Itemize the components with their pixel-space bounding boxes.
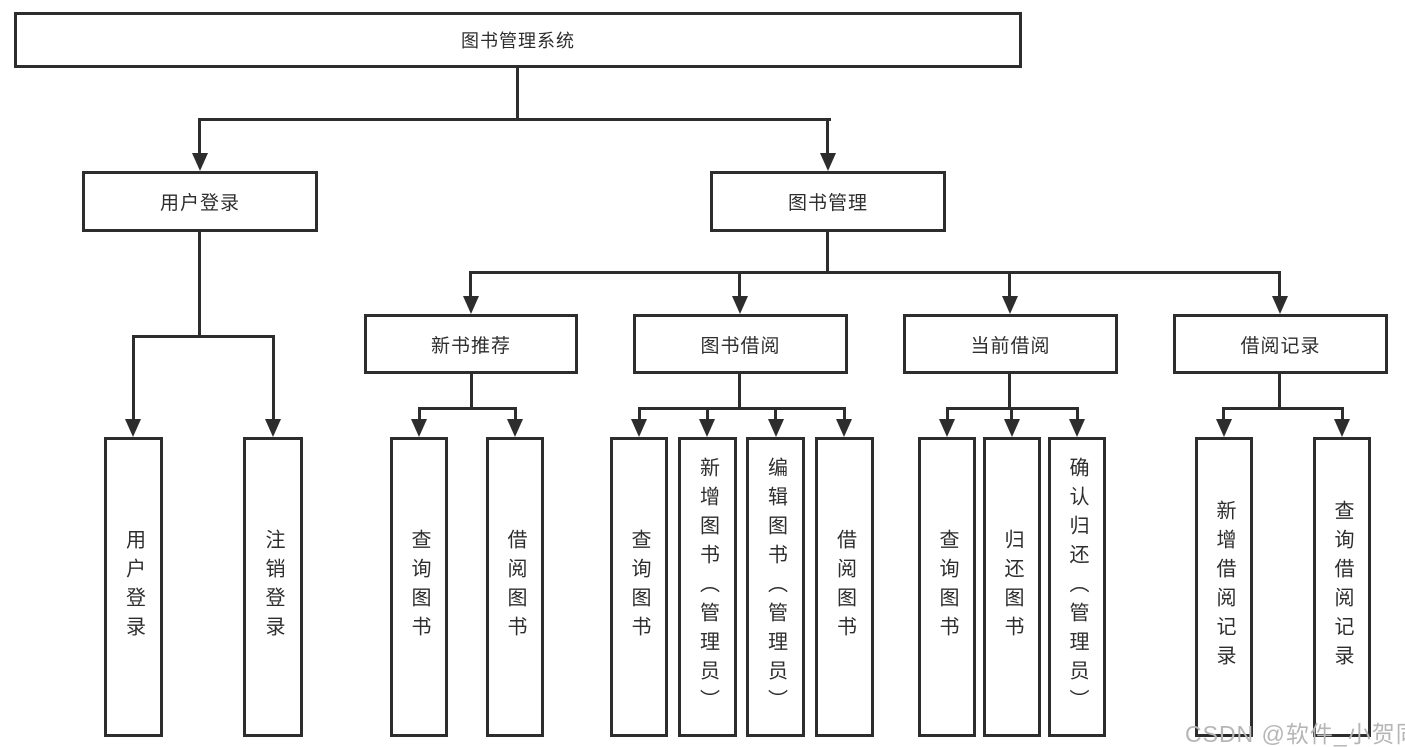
arrowhead (768, 419, 784, 437)
node-user-login: 用户登录 (82, 171, 318, 232)
connector (638, 407, 846, 410)
connector (198, 118, 831, 121)
arrowhead (699, 419, 715, 437)
connector (418, 407, 517, 410)
arrowhead (507, 419, 523, 437)
node-label: 用户登录 (122, 529, 145, 645)
node-label: 图书借阅 (700, 335, 781, 357)
arrowhead (1002, 296, 1018, 314)
connector (843, 407, 846, 421)
arrowhead (463, 296, 479, 314)
watermark-text: CSDN @软件_小贺同 (1185, 721, 1405, 747)
connector (132, 335, 275, 338)
node-book-borrowing: 图书借阅 (633, 314, 848, 374)
node-label: 借阅图书 (833, 529, 856, 645)
node-label: 借阅图书 (504, 529, 526, 645)
node-current-borrowing: 当前借阅 (903, 314, 1118, 374)
node-label: 图书管理 (787, 193, 868, 214)
connector (272, 335, 275, 421)
leaf-user-login: 用户登录 (104, 437, 163, 737)
connector (469, 271, 1281, 274)
connector (1278, 374, 1281, 410)
arrowhead (836, 419, 852, 437)
arrowhead (732, 296, 748, 314)
leaf-borrow-books-recommend: 借阅图书 (486, 437, 544, 737)
leaf-query-borrow-record: 查询借阅记录 (1313, 437, 1371, 737)
connector (1222, 407, 1225, 421)
csdn-watermark: CSDN @软件_小贺同学 (1185, 715, 1405, 747)
connector (516, 68, 519, 121)
leaf-confirm-return-admin: 确认归还（管理员） (1048, 437, 1106, 737)
arrowhead (1216, 419, 1232, 437)
node-label: 注销登录 (262, 529, 284, 645)
connector (826, 232, 829, 274)
connector (469, 271, 472, 298)
connector (418, 407, 421, 421)
node-label: 归还图书 (1001, 529, 1023, 645)
leaf-return-books: 归还图书 (983, 437, 1041, 737)
node-label: 新书推荐 (430, 335, 511, 357)
connector (1341, 407, 1344, 421)
arrowhead (631, 419, 647, 437)
connector (1222, 407, 1344, 410)
connector (774, 407, 777, 421)
node-label: 查询借阅记录 (1331, 500, 1353, 674)
leaf-borrow-books: 借阅图书 (815, 437, 874, 737)
arrowhead (1069, 419, 1085, 437)
arrowhead (1004, 419, 1020, 437)
arrowhead (265, 419, 281, 437)
connector (1076, 407, 1079, 421)
node-label: 用户登录 (159, 193, 240, 214)
connector (198, 118, 201, 155)
connector (514, 407, 517, 421)
node-label: 新增图书（管理员） (696, 456, 719, 718)
leaf-add-books-admin: 新增图书（管理员） (678, 437, 737, 737)
arrowhead (1272, 296, 1288, 314)
node-label: 当前借阅 (970, 335, 1051, 357)
arrowhead (1334, 419, 1350, 437)
leaf-logout: 注销登录 (243, 437, 303, 737)
node-new-book-recommendation: 新书推荐 (364, 314, 578, 374)
node-borrowing-records: 借阅记录 (1173, 314, 1388, 374)
node-label: 查询图书 (628, 529, 650, 645)
node-label: 查询图书 (936, 529, 958, 645)
connector (470, 374, 473, 410)
node-label: 图书管理系统 (461, 31, 575, 51)
connector (826, 118, 829, 155)
connector (132, 335, 135, 421)
arrowhead (820, 153, 836, 171)
connector (706, 407, 709, 421)
node-library-management-system: 图书管理系统 (14, 12, 1022, 68)
connector (198, 232, 201, 338)
arrowhead (125, 419, 141, 437)
connector (946, 407, 949, 421)
arrowhead (411, 419, 427, 437)
leaf-query-books-borrow: 查询图书 (610, 437, 668, 737)
node-label: 编辑图书（管理员） (764, 456, 787, 718)
connector (1010, 407, 1013, 421)
leaf-query-books-recommend: 查询图书 (390, 437, 448, 737)
connector (1278, 271, 1281, 298)
leaf-add-borrow-record: 新增借阅记录 (1195, 437, 1253, 737)
arrowhead (939, 419, 955, 437)
node-label: 查询图书 (408, 529, 430, 645)
node-book-management: 图书管理 (710, 171, 946, 232)
node-label: 确认归还（管理员） (1066, 456, 1088, 718)
connector (738, 374, 741, 410)
leaf-query-books-current: 查询图书 (918, 437, 976, 737)
arrowhead (192, 153, 208, 171)
node-label: 新增借阅记录 (1213, 500, 1235, 674)
leaf-edit-books-admin: 编辑图书（管理员） (746, 437, 805, 737)
connector (738, 271, 741, 298)
connector (1008, 271, 1011, 298)
node-label: 借阅记录 (1240, 335, 1321, 357)
connector (1008, 374, 1011, 410)
connector (638, 407, 641, 421)
